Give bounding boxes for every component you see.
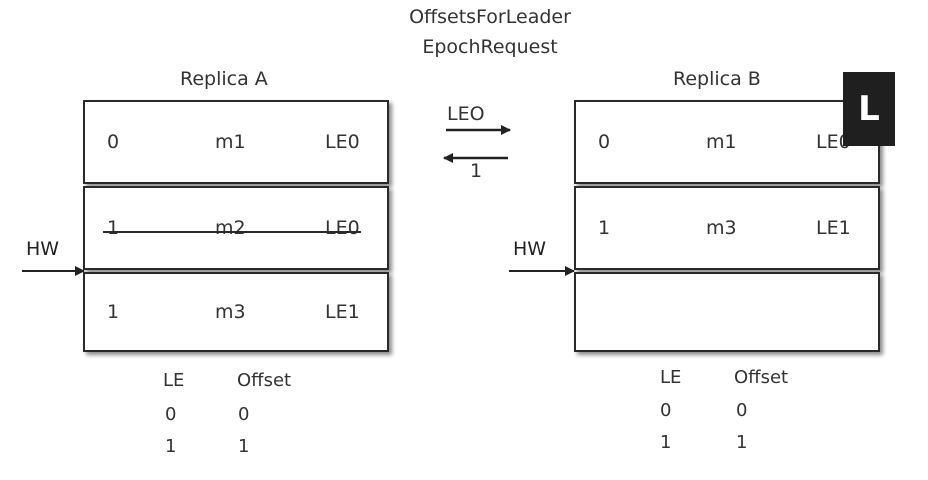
replica-a-row-1: 1 m2 LE0 [83,186,389,270]
request-title: OffsetsForLeader EpochRequest [340,2,640,62]
reply-label: 1 [470,160,483,182]
replica-a-row-2: 1 m3 LE1 [83,272,389,352]
replica-b-row-0-offset: 0 [598,131,611,153]
replica-a-row-0: 0 m1 LE0 [83,100,389,184]
replica-b-hw-label: HW [513,238,547,260]
strikethrough-line [103,231,361,233]
replica-b-row-0: 0 m1 LE0 [574,100,880,184]
replica-b-title: Replica B [673,68,761,90]
replica-b-row-2-empty [574,272,880,352]
leader-badge: L [843,72,895,146]
replica-a-row-1-epoch: LE0 [325,217,360,239]
replica-b-row-0-epoch: LE0 [816,131,851,153]
replica-a-row-2-message: m3 [215,301,246,323]
request-title-line2: EpochRequest [422,36,558,58]
replica-a-title: Replica A [180,68,268,90]
replica-b-row-1: 1 m3 LE1 [574,186,880,270]
replica-a-row-2-offset: 1 [107,301,120,323]
replica-a-table-r0-le: 0 [165,404,177,425]
replica-b-row-1-epoch: LE1 [816,217,851,239]
replica-a-row-0-message: m1 [215,131,246,153]
replica-a-table-r1-offset: 1 [238,436,250,457]
replica-a-row-0-epoch: LE0 [325,131,360,153]
replica-b-table-header-offset: Offset [734,367,789,388]
replica-b-row-1-offset: 1 [598,217,611,239]
replica-a-table-header-le: LE [163,370,185,391]
replica-b-table-r1-offset: 1 [736,432,748,453]
replica-a-row-1-offset: 1 [107,217,120,239]
replica-b-table-r1-le: 1 [660,432,672,453]
leo-label: LEO [447,103,485,125]
request-title-line1: OffsetsForLeader [409,6,571,28]
replica-a-hw-label: HW [26,238,60,260]
replica-b-row-1-message: m3 [706,217,737,239]
replica-b-table-r0-offset: 0 [736,400,748,421]
replica-b-table-r0-le: 0 [660,400,672,421]
replica-a-table-r1-le: 1 [165,436,177,457]
replica-a-row-2-epoch: LE1 [325,301,360,323]
replica-a-row-1-message: m2 [215,217,246,239]
replica-b-table-header-le: LE [660,367,682,388]
replica-a-table-header-offset: Offset [237,370,292,391]
replica-b-row-0-message: m1 [706,131,737,153]
replica-a-table-r0-offset: 0 [238,404,250,425]
replica-a-row-0-offset: 0 [107,131,120,153]
